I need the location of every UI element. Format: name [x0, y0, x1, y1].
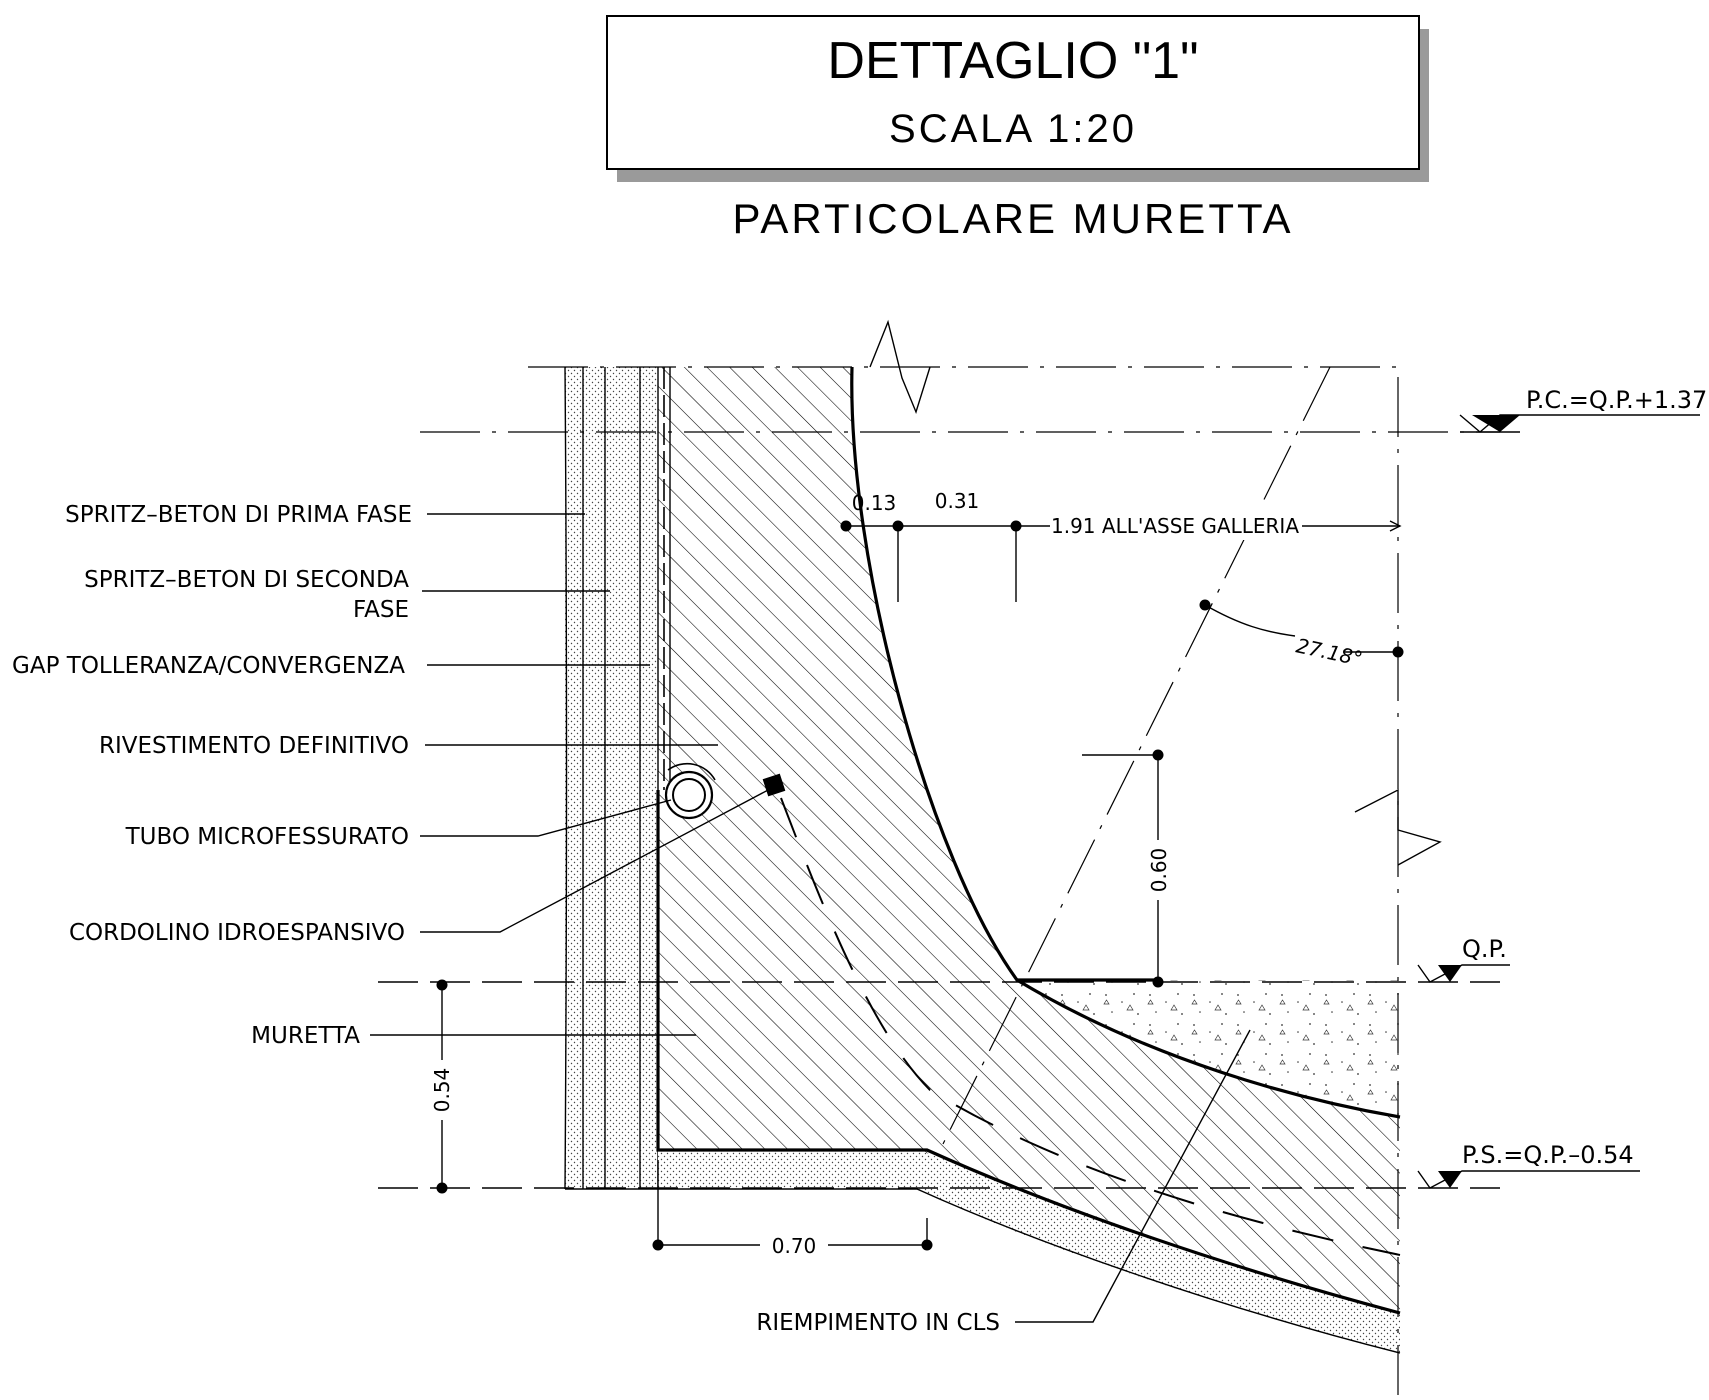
level-marker-ps: P.S.=Q.P.–0.54: [1417, 1141, 1640, 1189]
dim-060: 0.60: [1147, 848, 1171, 893]
level-marker-pc: P.C.=Q.P.+1.37: [1459, 386, 1707, 433]
top-reference-line: [528, 366, 1399, 1395]
dim-060-group: 0.60: [1082, 749, 1171, 988]
label-cordolino: CORDOLINO IDROESPANSIVO: [69, 920, 405, 946]
level-pc: P.C.=Q.P.+1.37: [1526, 386, 1707, 414]
label-spritz-seconda-1: SPRITZ–BETON DI SECONDA: [84, 567, 409, 593]
title: DETTAGLIO "1": [827, 32, 1198, 90]
scale: SCALA 1:20: [889, 107, 1137, 151]
dim-031: 0.31: [935, 489, 980, 513]
dim-angle-group: 27.18°: [1199, 599, 1404, 671]
label-muretta: MURETTA: [251, 1023, 360, 1049]
level-qp: Q.P.: [1462, 935, 1507, 963]
label-tubo: TUBO MICROFESSURATO: [125, 824, 409, 850]
outer-outline: [565, 1188, 1401, 1354]
title-block: DETTAGLIO "1" SCALA 1:20: [606, 15, 1429, 182]
muretta-base-outline: [656, 790, 1401, 1315]
rivestimento-definitivo: [658, 367, 1400, 1313]
label-riempimento: RIEMPIMENTO IN CLS: [756, 1310, 1000, 1336]
dim-054-group: 0.54: [428, 979, 456, 1194]
subtitle: PARTICOLARE MURETTA: [732, 195, 1293, 242]
dim-054: 0.54: [430, 1068, 454, 1113]
label-spritz-seconda-2: FASE: [353, 597, 409, 623]
dim-top-group: 0.13 0.31 1.91 ALL'ASSE GALLERIA: [840, 489, 1402, 602]
dim-070: 0.70: [772, 1234, 817, 1258]
tubo-microfessurato: [664, 762, 716, 820]
spritz-beton-seconda-fase: [605, 367, 658, 1189]
spritz-beton-prima-fase: [565, 367, 605, 1189]
label-rivestimento: RIVESTIMENTO DEFINITIVO: [99, 733, 409, 759]
label-gap: GAP TOLLERANZA/CONVERGENZA: [12, 653, 405, 679]
break-symbol-right: [1354, 788, 1442, 866]
level-ps: P.S.=Q.P.–0.54: [1462, 1141, 1634, 1169]
dim-013: 0.13: [852, 491, 897, 515]
dim-angle: 27.18°: [1294, 633, 1365, 670]
callouts: SPRITZ–BETON DI PRIMA FASE SPRITZ–BETON …: [12, 502, 1251, 1336]
fill-material: [1017, 980, 1400, 1117]
dim-asse-galleria: 1.91 ALL'ASSE GALLERIA: [1051, 514, 1299, 538]
cordolino-line: [780, 797, 1401, 1256]
level-marker-qp: Q.P.: [1417, 935, 1510, 983]
spritz-layer-lines: [564, 366, 659, 1190]
break-symbol-top: [869, 319, 931, 415]
title-box: [606, 15, 1420, 170]
radius-line: [939, 366, 1331, 1151]
dim-070-group: 0.70: [652, 1160, 933, 1258]
intrados-curve: [850, 366, 1401, 1119]
label-spritz-prima: SPRITZ–BETON DI PRIMA FASE: [65, 502, 412, 528]
